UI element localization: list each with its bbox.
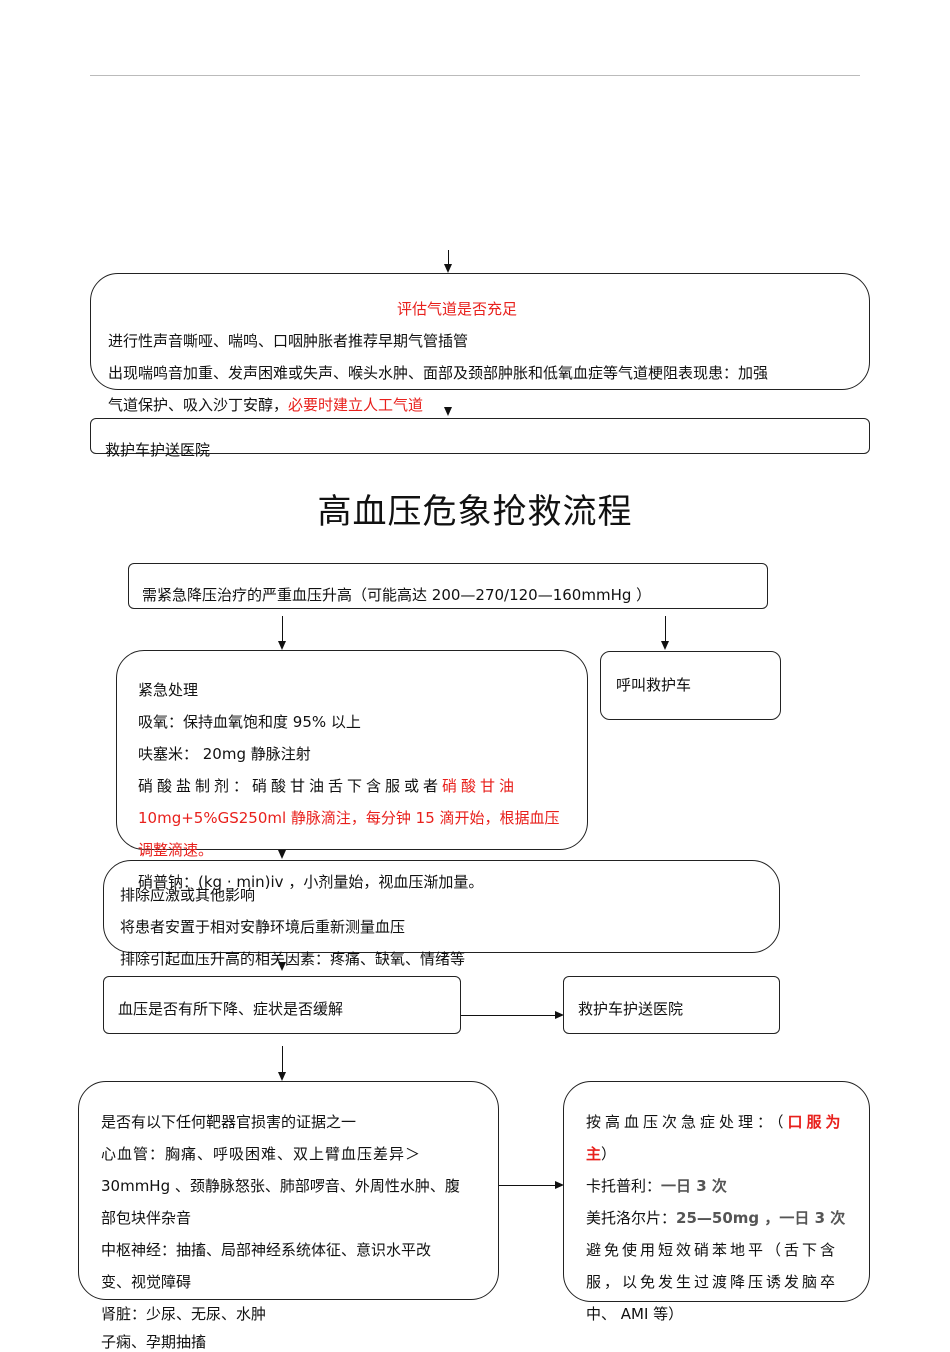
airway-line-1: 进行性声音嘶哑、喘鸣、口咽肿胀者推荐早期气管插管: [108, 332, 469, 350]
subacute-metoprolol-label: 美托洛尔片：: [586, 1209, 677, 1227]
subacute-captopril-label: 卡托普利：: [586, 1177, 662, 1195]
urgent-oxygen: 吸氧：保持血氧饱和度 95% 以上: [138, 713, 361, 731]
subacute-heading-red-2: 主: [586, 1145, 602, 1163]
urgent-nitroprusside: 硝普钠：(kg · min)iv ，小剂量始，视血压渐加量。: [138, 873, 484, 891]
urgent-nitrate-3: 调整滴速。: [138, 841, 214, 859]
call-ambulance-box: [600, 651, 781, 720]
subacute-box: [563, 1081, 870, 1302]
transfer-mid-box: [563, 976, 780, 1034]
transfer-top-box: [90, 418, 870, 454]
call-ambulance-text: 呼叫救护车: [616, 676, 692, 694]
arrow-transfer-mid-shaft: [461, 1015, 555, 1017]
subacute-avoid-3: 中、 AMI 等）: [586, 1305, 684, 1323]
subacute-heading-end: ）: [601, 1145, 617, 1163]
subacute-heading-text: 按高血压次急症处理：（: [586, 1113, 788, 1131]
arrow-bp-head: [278, 962, 286, 971]
urgent-nitrate-1: 硝酸盐制剂：硝酸甘油舌下含服或者硝酸甘油: [138, 776, 518, 796]
transfer-top-text: 救护车护送医院: [105, 441, 211, 459]
organ-cardio-1: 心血管：胸痛、呼吸困难、双上臂血压差异＞: [101, 1145, 422, 1163]
exclude-line-2: 排除引起血压升高的相关因素：疼痛、缺氧、情绪等: [120, 950, 466, 968]
subacute-avoid-1: 避免使用短效硝苯地平（舌下含: [586, 1241, 839, 1259]
urgent-furosemide: 呋塞米： 20mg 静脉注射: [138, 745, 311, 763]
arrow-airway-shaft: [448, 250, 450, 264]
condition-text: 需紧急降压治疗的严重血压升高（可能高达 200—270/120—160mmHg …: [142, 586, 652, 604]
subacute-captopril: 卡托普利：一日 3 次: [586, 1176, 727, 1196]
exclude-heading: 排除应激或其他影响: [120, 886, 256, 904]
urgent-box: [116, 650, 588, 850]
organ-heading: 是否有以下任何靶器官损害的证据之一: [101, 1113, 357, 1131]
page-title: 高血压危象抢救流程: [317, 492, 633, 532]
subacute-metoprolol: 美托洛尔片：25—50mg ，一日 3 次: [586, 1208, 845, 1228]
urgent-heading: 紧急处理: [138, 681, 199, 699]
arrow-subacute-shaft: [499, 1185, 555, 1187]
arrow-airway-head: [444, 264, 452, 273]
organ-kidney: 肾脏：少尿、无尿、水肿: [101, 1305, 267, 1323]
arrow-transfer-top-head: [444, 407, 452, 416]
arrow-urgent-head: [278, 641, 286, 650]
subacute-heading-2: 主）: [586, 1144, 616, 1164]
airway-line-3: 气道保护、吸入沙丁安醇，必要时建立人工气道: [108, 395, 423, 415]
arrow-subacute-head: [555, 1181, 564, 1189]
airway-line-3-red: 必要时建立人工气道: [288, 396, 424, 414]
urgent-nitrate-2: 10mg+5%GS250ml 静脉滴注，每分钟 15 滴开始，根据血压: [138, 809, 560, 827]
organ-cns-1: 中枢神经：抽搐、局部神经系统体征、意识水平改: [101, 1241, 432, 1259]
organ-cardio-2: 30mmHg 、颈静脉怒张、肺部啰音、外周性水肿、腹: [101, 1177, 460, 1195]
arrow-call-head: [661, 641, 669, 650]
arrow-exclude-head: [278, 850, 286, 859]
subacute-heading-red: 口服为: [787, 1113, 845, 1131]
subacute-metoprolol-dose: 25—50mg ，一日 3 次: [676, 1209, 846, 1227]
target-organ-box: [78, 1081, 499, 1300]
arrow-transfer-mid-head: [555, 1011, 564, 1019]
exclude-box: [103, 860, 780, 953]
exclude-line-1: 将患者安置于相对安静环境后重新测量血压: [120, 918, 406, 936]
arrow-urgent-shaft: [282, 616, 284, 641]
bp-check-box: [103, 976, 461, 1034]
arrow-call-shaft: [665, 616, 667, 641]
airway-line-3-text: 气道保护、吸入沙丁安醇，: [108, 396, 289, 414]
condition-box: [128, 563, 768, 609]
subacute-captopril-dose: 一日 3 次: [661, 1177, 727, 1195]
airway-box: [90, 273, 870, 390]
urgent-nitrate-text: 硝酸盐制剂：硝酸甘油舌下含服或者: [138, 777, 443, 795]
arrow-organ-shaft: [282, 1046, 284, 1072]
organ-cns-2: 变、视觉障碍: [101, 1273, 192, 1291]
subacute-avoid-2: 服，以免发生过渡降压诱发脑卒: [586, 1273, 839, 1291]
arrow-organ-head: [278, 1072, 286, 1081]
airway-line-2: 出现喘鸣音加重、发声困难或失声、喉头水肿、面部及颈部肿胀和低氧血症等气道梗阻表现…: [108, 364, 769, 382]
header-rule: [90, 75, 860, 77]
urgent-nitrate-red: 硝酸甘油: [442, 777, 519, 795]
airway-heading: 评估气道是否充足: [397, 300, 518, 318]
bp-check-text: 血压是否有所下降、症状是否缓解: [118, 1000, 344, 1018]
subacute-heading: 按高血压次急症处理：（口服为: [586, 1112, 845, 1132]
organ-eclampsia: 子痫、孕期抽搐: [101, 1333, 207, 1351]
organ-cardio-3: 部包块伴杂音: [101, 1209, 192, 1227]
transfer-mid-text: 救护车护送医院: [578, 1000, 684, 1018]
